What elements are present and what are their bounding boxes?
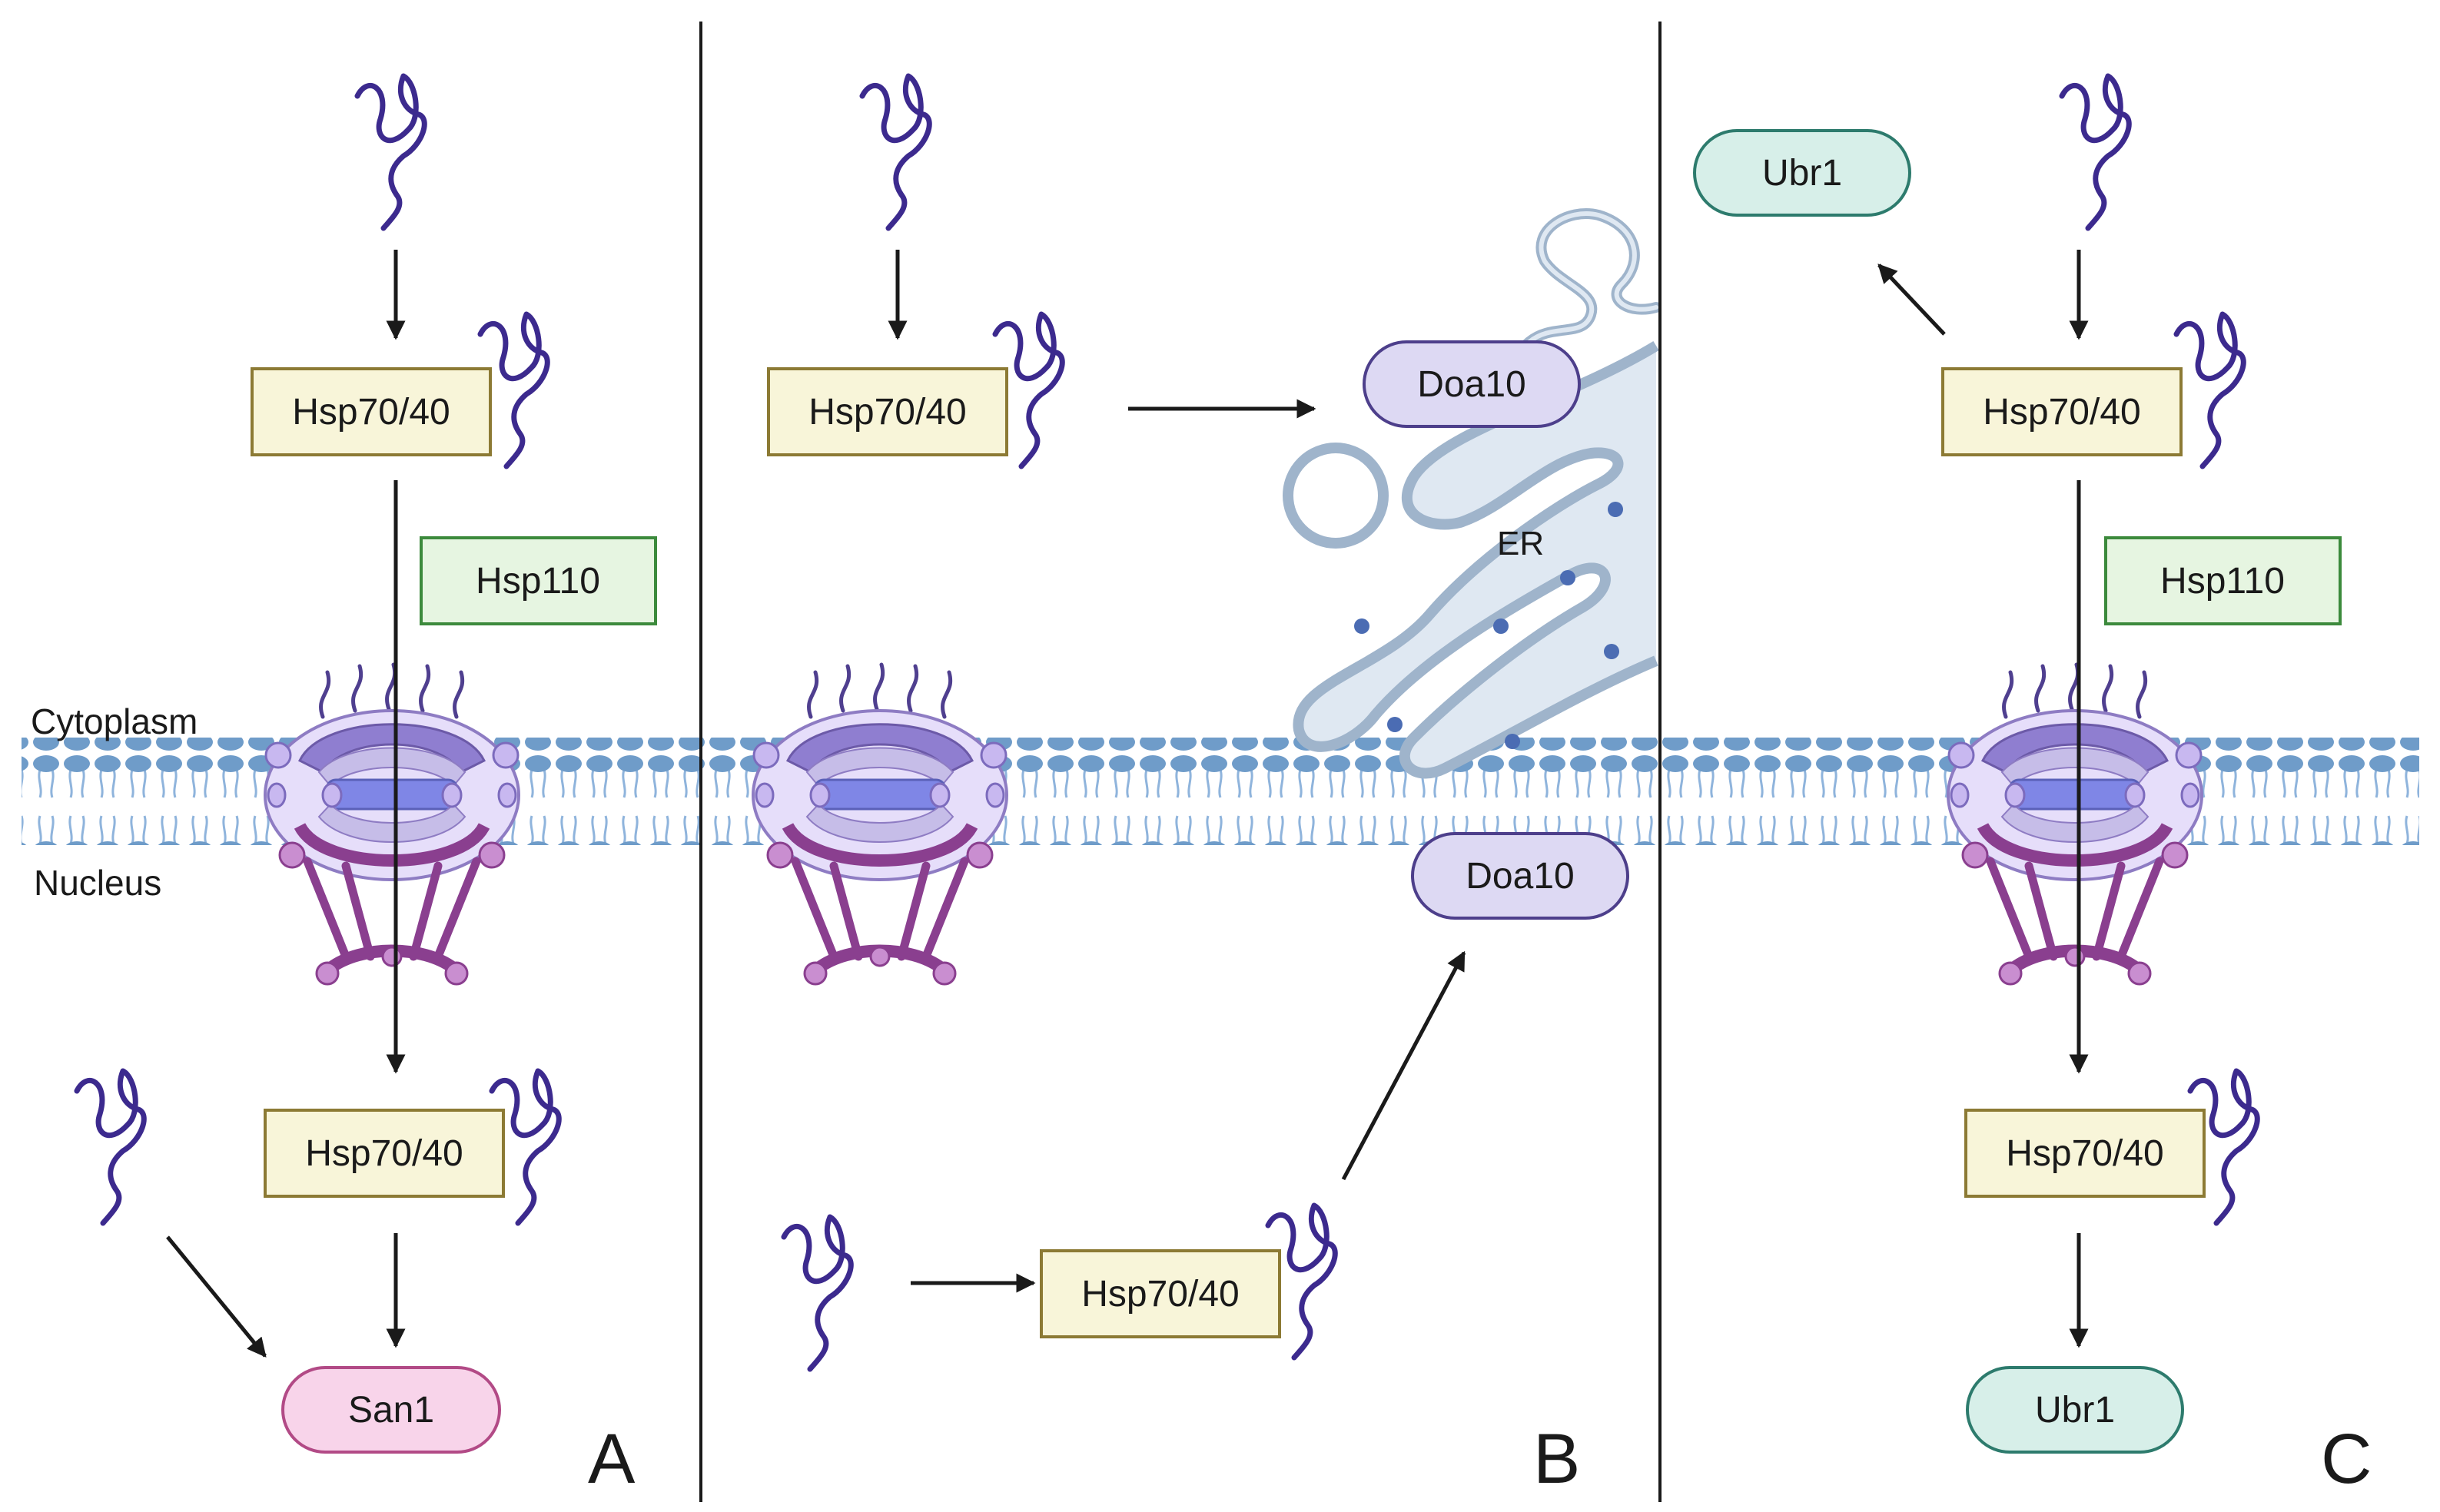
hsp70-40-box: Hsp70/40: [1040, 1249, 1281, 1338]
misfolded-protein: [2176, 314, 2243, 466]
hsp70-40-box: Hsp70/40: [251, 367, 492, 456]
svg-text:Hsp70/40: Hsp70/40: [292, 392, 450, 433]
ubr1-ligase-cytoplasm: Ubr1: [1693, 129, 1911, 217]
svg-text:Hsp110: Hsp110: [2160, 561, 2285, 602]
svg-text:Hsp70/40: Hsp70/40: [305, 1133, 463, 1174]
svg-text:Hsp70/40: Hsp70/40: [2006, 1133, 2163, 1174]
hsp70-40-box: Hsp70/40: [1964, 1109, 2206, 1198]
endoplasmic-reticulum: [1283, 208, 1662, 779]
nuclear-pore-a: [265, 665, 519, 984]
misfolded-protein: [784, 1217, 851, 1369]
svg-text:Doa10: Doa10: [1466, 856, 1574, 897]
misfolded-protein: [2062, 76, 2129, 228]
hsp110-box: Hsp110: [420, 536, 657, 625]
doa10-ligase-er: Doa10: [1363, 340, 1581, 428]
misfolded-protein: [357, 76, 424, 228]
hsp70-40-box: Hsp70/40: [767, 367, 1008, 456]
hsp70-40-box: Hsp70/40: [1941, 367, 2183, 456]
svg-text:Hsp110: Hsp110: [476, 561, 600, 602]
ubr1-ligase-nucleus: Ubr1: [1966, 1366, 2184, 1454]
panel-label-b: B: [1533, 1420, 1580, 1498]
cytoplasm-label: Cytoplasm: [31, 701, 198, 741]
svg-text:Hsp70/40: Hsp70/40: [808, 392, 966, 433]
panel-label-a: A: [588, 1420, 636, 1498]
svg-text:San1: San1: [348, 1390, 434, 1431]
san1-ligase: San1: [281, 1366, 501, 1454]
hsp70-40-box: Hsp70/40: [264, 1109, 505, 1198]
hsp110-box: Hsp110: [2104, 536, 2342, 625]
arrows: [166, 250, 2089, 1358]
nucleus-label: Nucleus: [34, 863, 161, 903]
er-label: ER: [1497, 525, 1544, 562]
svg-text:Hsp70/40: Hsp70/40: [1983, 392, 2140, 433]
svg-text:Ubr1: Ubr1: [1762, 153, 1842, 194]
panel-label-c: C: [2321, 1420, 2372, 1498]
doa10-ligase-nuclear: Doa10: [1411, 832, 1629, 920]
nuclear-pore-c: [1948, 665, 2202, 984]
svg-text:Doa10: Doa10: [1417, 364, 1525, 405]
misfolded-protein: [862, 76, 929, 228]
svg-text:Hsp70/40: Hsp70/40: [1081, 1274, 1239, 1315]
nuclear-pore-b: [753, 665, 1007, 984]
svg-text:Ubr1: Ubr1: [2035, 1390, 2115, 1431]
misfolded-protein: [77, 1071, 144, 1223]
